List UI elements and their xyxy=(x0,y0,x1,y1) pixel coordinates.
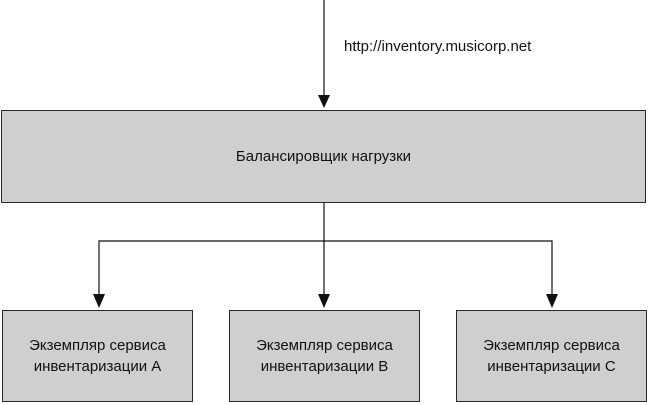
service-instance-b-line2: инвентаризации B xyxy=(260,358,389,375)
service-instance-b-line1: Экземпляр сервиса xyxy=(256,337,393,354)
service-instance-a-line2: инвентаризации A xyxy=(33,358,162,375)
incoming-arrowhead xyxy=(318,95,330,108)
service-instance-b-box: Экземпляр сервиса инвентаризации B xyxy=(229,310,420,402)
service-instance-c-label: Экземпляр сервиса инвентаризации C xyxy=(477,335,626,377)
service-instance-a-box: Экземпляр сервиса инвентаризации A xyxy=(2,310,193,402)
service-instance-c-box: Экземпляр сервиса инвентаризации C xyxy=(456,310,647,402)
service-instance-b-label: Экземпляр сервиса инвентаризации B xyxy=(250,335,399,377)
entry-url-label: http://inventory.musicorp.net xyxy=(344,38,532,55)
distribution-line xyxy=(98,240,553,296)
load-balancer-label: Балансировщик нагрузки xyxy=(235,148,412,165)
arrowhead-to-service-c xyxy=(546,294,558,308)
load-balancer-box: Балансировщик нагрузки xyxy=(1,110,646,203)
arrowhead-to-service-b xyxy=(318,294,330,308)
arrowhead-to-service-a xyxy=(93,294,105,308)
service-instance-a-label: Экземпляр сервиса инвентаризации A xyxy=(23,335,172,377)
service-instance-c-line1: Экземпляр сервиса xyxy=(483,337,620,354)
service-instance-a-line1: Экземпляр сервиса xyxy=(29,337,166,354)
service-instance-c-line2: инвентаризации C xyxy=(487,358,616,375)
